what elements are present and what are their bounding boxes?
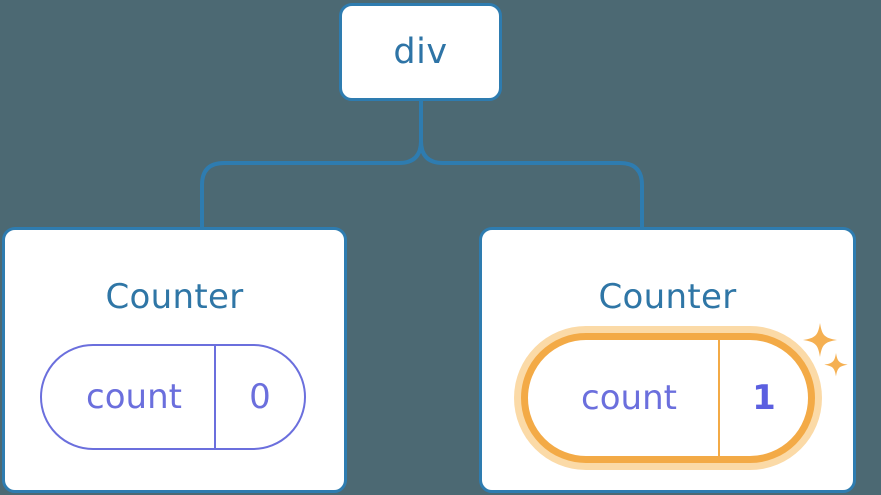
state-key-label: count (581, 378, 677, 418)
state-pill-left-wrapper: count 0 (40, 344, 306, 450)
state-key-label: count (86, 377, 182, 417)
root-node-label: div (393, 31, 448, 72)
state-value-label: 0 (249, 377, 271, 417)
state-pill-count[interactable]: count 0 (40, 344, 306, 450)
component-title: Counter (598, 277, 737, 317)
state-value-label: 1 (752, 378, 776, 418)
state-pill-count-highlighted[interactable]: count 1 (521, 333, 815, 463)
component-title: Counter (105, 277, 244, 317)
state-pill-right-wrapper: count 1 (521, 333, 815, 463)
state-pill-divider (214, 346, 216, 448)
root-node-div[interactable]: div (339, 3, 502, 101)
state-pill-divider (718, 340, 720, 456)
